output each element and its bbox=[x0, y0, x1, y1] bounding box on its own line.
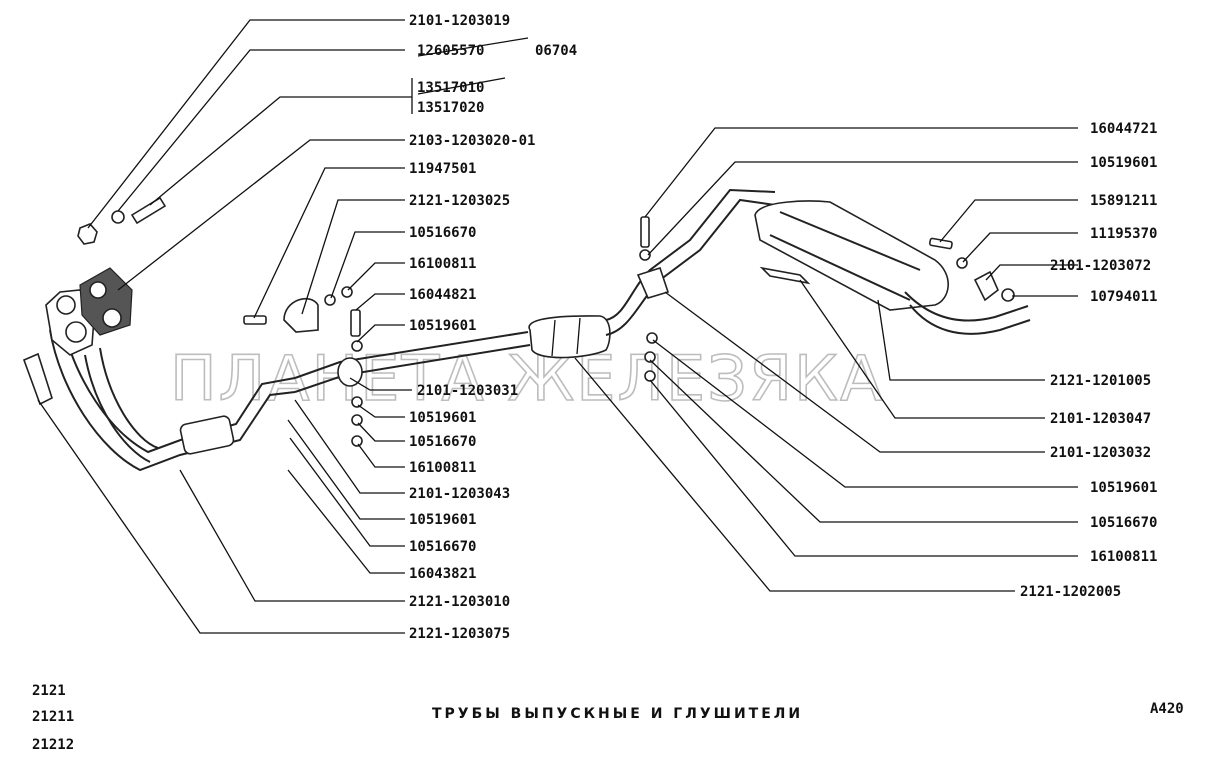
label-10519601-r: 10519601 bbox=[1090, 155, 1157, 171]
label-2101-1203043: 2101-1203043 bbox=[409, 486, 510, 502]
label-10519601-r2: 10519601 bbox=[1090, 480, 1157, 496]
model-21212: 21212 bbox=[32, 737, 74, 753]
label-16043821: 16043821 bbox=[409, 566, 476, 582]
label-16044721: 16044721 bbox=[1090, 121, 1157, 137]
page-code: A420 bbox=[1150, 701, 1184, 717]
label-16100811: 16100811 bbox=[409, 256, 476, 272]
label-2121-1201005: 2121-1201005 bbox=[1050, 373, 1151, 389]
label-10516670-b: 10516670 bbox=[409, 434, 476, 450]
label-2121-1202005: 2121-1202005 bbox=[1020, 584, 1121, 600]
model-2121: 2121 bbox=[32, 683, 66, 699]
label-2121-1203025: 2121-1203025 bbox=[409, 193, 510, 209]
label-15891211: 15891211 bbox=[1090, 193, 1157, 209]
label-10519601-c: 10519601 bbox=[409, 512, 476, 528]
labels-right: 16044721 10519601 15891211 11195370 2101… bbox=[1020, 121, 1157, 600]
label-10516670-c: 10516670 bbox=[409, 539, 476, 555]
label-2121-1203010: 2121-1203010 bbox=[409, 594, 510, 610]
leader-lines bbox=[37, 19, 1078, 634]
page-title: ТРУБЫ ВЫПУСКНЫЕ И ГЛУШИТЕЛИ bbox=[432, 706, 803, 722]
label-16044821: 16044821 bbox=[409, 287, 476, 303]
label-2103-1203020-01: 2103-1203020-01 bbox=[409, 133, 535, 149]
footer: 2121 21211 21212 ТРУБЫ ВЫПУСКНЫЕ И ГЛУШИ… bbox=[32, 683, 1184, 753]
label-2101-1203019: 2101-1203019 bbox=[409, 13, 510, 29]
label-2121-1203075: 2121-1203075 bbox=[409, 626, 510, 642]
label-11195370: 11195370 bbox=[1090, 226, 1157, 242]
label-11947501: 11947501 bbox=[409, 161, 476, 177]
parts-drawing bbox=[22, 188, 1031, 472]
label-2101-1203031: 2101-1203031 bbox=[417, 383, 518, 399]
label-06704: 06704 bbox=[535, 43, 577, 59]
label-2101-1203072: 2101-1203072 bbox=[1050, 258, 1151, 274]
watermark: ПЛАНЕТА ЖЕЛЕЗЯКА bbox=[170, 342, 884, 415]
label-13517020: 13517020 bbox=[417, 100, 484, 116]
label-2101-1203032: 2101-1203032 bbox=[1050, 445, 1151, 461]
model-21211: 21211 bbox=[32, 709, 74, 725]
label-2101-1203047: 2101-1203047 bbox=[1050, 411, 1151, 427]
label-10516670-r: 10516670 bbox=[1090, 515, 1157, 531]
label-10516670: 10516670 bbox=[409, 225, 476, 241]
label-16100811-b: 16100811 bbox=[409, 460, 476, 476]
label-10519601: 10519601 bbox=[409, 318, 476, 334]
label-16100811-r: 16100811 bbox=[1090, 549, 1157, 565]
labels-left: 2101-1203019 12605570 06704 13517010 135… bbox=[409, 13, 577, 642]
label-10794011: 10794011 bbox=[1090, 289, 1157, 305]
label-10519601-b: 10519601 bbox=[409, 410, 476, 426]
